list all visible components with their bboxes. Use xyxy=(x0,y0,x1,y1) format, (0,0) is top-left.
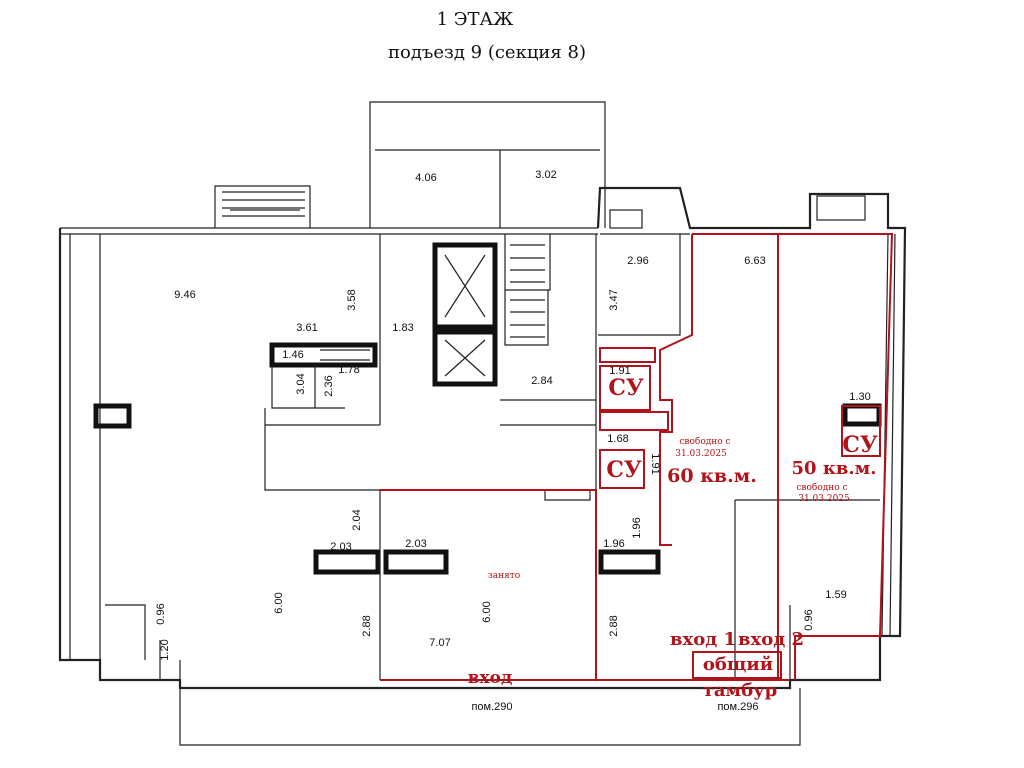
occupied-boundary xyxy=(380,489,790,681)
stair-tower-left xyxy=(369,101,606,228)
floor-title: 1 ЭТАЖ xyxy=(437,9,515,30)
dim-6-63: 6.63 xyxy=(744,255,765,267)
highlighted-units xyxy=(380,233,894,681)
dim-2-03-b: 2.03 xyxy=(405,538,426,550)
dim-3-61: 3.61 xyxy=(296,322,317,334)
dim-6-00-b: 6.00 xyxy=(481,601,493,622)
dim-2-36: 2.36 xyxy=(323,375,335,396)
shaft-mid xyxy=(383,549,449,575)
entrance-subtitle: подъезд 9 (секция 8) xyxy=(388,42,586,63)
elevator-2 xyxy=(432,329,498,387)
dim-1-46: 1.46 xyxy=(282,349,303,361)
free-date-2: 31.03.2025 xyxy=(798,494,850,504)
dim-1-96-b: 1.96 xyxy=(631,517,643,538)
dim-1-96-a: 1.96 xyxy=(603,538,624,550)
entrance-1-label: вход 1 xyxy=(670,629,736,650)
dim-2-96: 2.96 xyxy=(627,255,648,267)
shaft-right xyxy=(598,549,661,575)
dim-9-46: 9.46 xyxy=(174,289,195,301)
su-label-1: СУ xyxy=(608,375,644,401)
dim-2-84: 2.84 xyxy=(531,375,552,387)
dim-3-47: 3.47 xyxy=(608,289,620,310)
shaft-left xyxy=(313,549,381,575)
elevator-1 xyxy=(432,242,498,330)
dim-1-78: 1.78 xyxy=(338,364,359,376)
vestibule-label: тамбур xyxy=(703,680,778,701)
area-60: 60 кв.м. xyxy=(667,465,757,487)
free-from-2: свободно с xyxy=(796,482,847,493)
area-50: 50 кв.м. xyxy=(792,458,877,479)
annotations: СУ СУ СУ свободно с 31.03.2025 60 кв.м. … xyxy=(468,375,878,701)
dim-1-68: 1.68 xyxy=(607,433,628,445)
dim-3-04: 3.04 xyxy=(295,373,307,394)
dim-4-06: 4.06 xyxy=(415,172,436,184)
dim-2-04: 2.04 xyxy=(351,509,363,530)
free-from-1: свободно с xyxy=(679,436,730,447)
room-296-label: пом.296 xyxy=(717,701,758,713)
dim-0-96-b: 0.96 xyxy=(803,609,815,630)
dim-3-02: 3.02 xyxy=(535,169,556,181)
free-date-1: 31.03.2025 xyxy=(675,449,727,459)
dim-1-59: 1.59 xyxy=(825,589,846,601)
dim-1-83: 1.83 xyxy=(392,322,413,334)
main-entrance-label: вход xyxy=(468,668,513,688)
su-label-2: СУ xyxy=(606,457,642,483)
dim-1-91-b: 1.91 xyxy=(649,453,661,474)
dim-1-91-a: 1.91 xyxy=(609,365,630,377)
dim-2-88-a: 2.88 xyxy=(361,615,373,636)
utility-room-1 xyxy=(269,342,378,368)
dim-7-07: 7.07 xyxy=(429,637,450,649)
su-label-3: СУ xyxy=(842,432,878,458)
room-290-label: пом.290 xyxy=(471,701,512,713)
dimensions: 4.06 3.02 2.96 6.63 9.46 3.58 3.47 3.61 … xyxy=(155,169,871,661)
dim-2-03-a: 2.03 xyxy=(330,541,351,553)
dim-6-00-a: 6.00 xyxy=(273,592,285,613)
common-vestibule xyxy=(692,651,782,679)
dim-1-30: 1.30 xyxy=(849,391,870,403)
occupied-label: занято xyxy=(488,571,520,581)
dim-1-20: 1.20 xyxy=(159,639,171,660)
dim-2-88-b: 2.88 xyxy=(608,615,620,636)
common-label: общий xyxy=(703,654,773,675)
unit-50-boundary xyxy=(778,233,894,680)
column-left xyxy=(93,403,132,429)
entrance-2-label: вход 2 xyxy=(738,629,804,650)
dim-0-96-a: 0.96 xyxy=(155,603,167,624)
shaft-corner xyxy=(842,403,882,427)
dim-3-58: 3.58 xyxy=(346,289,358,310)
